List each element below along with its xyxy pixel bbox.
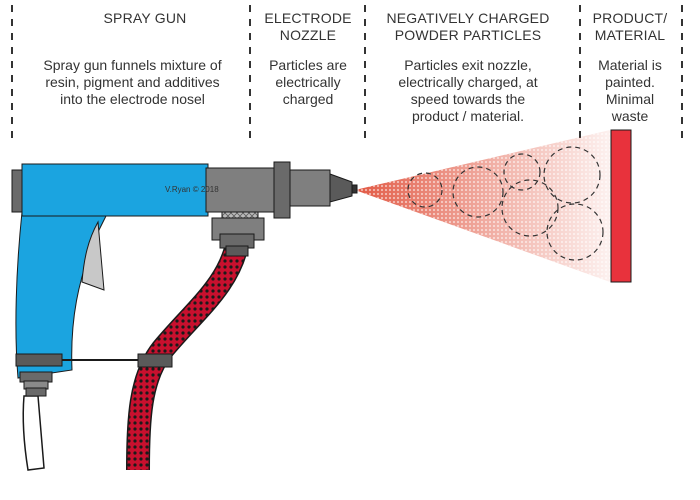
nozzle-body (205, 167, 277, 213)
product-material-heading: PRODUCT/ MATERIAL (592, 10, 668, 43)
product-panel (610, 129, 632, 283)
particle-circle (546, 203, 604, 261)
charged-particles-heading: NEGATIVELY CHARGED POWDER PARTICLES (386, 10, 550, 43)
particle-circle (503, 153, 541, 191)
electrode-nozzle-description: Particles are electrically charged (269, 57, 347, 107)
particle-circle (407, 172, 443, 208)
gun-handle (15, 211, 109, 379)
particle-circle (452, 166, 504, 218)
gun-barrel-housing (21, 163, 209, 217)
electrode-nozzle-heading: ELECTRODE NOZZLE (264, 10, 352, 43)
particle-cloud (407, 146, 604, 261)
hose (126, 237, 250, 471)
cable-clip (15, 353, 173, 368)
gun-body (11, 163, 209, 217)
nozzle-tip (329, 173, 353, 203)
particle-circle (543, 146, 601, 204)
product-material-description: Material is painted. Minimal waste (598, 57, 662, 124)
spray-cone (355, 130, 610, 282)
nozzle-point (351, 184, 358, 194)
electrode-nozzle (205, 161, 358, 219)
column-separators (11, 5, 683, 140)
nozzle-collar (273, 161, 291, 219)
charged-particles-description: Particles exit nozzle, electrically char… (398, 57, 538, 124)
spray-gun-heading: SPRAY GUN (103, 10, 187, 26)
spray-gun-description: Spray gun funnels mixture of resin, pigm… (43, 57, 222, 107)
credit-text: V.Ryan © 2018 (165, 185, 219, 194)
nozzle-barrel (289, 169, 331, 207)
particle-circle (501, 179, 559, 237)
hose-connector (211, 211, 265, 257)
air-inlet (19, 371, 53, 471)
